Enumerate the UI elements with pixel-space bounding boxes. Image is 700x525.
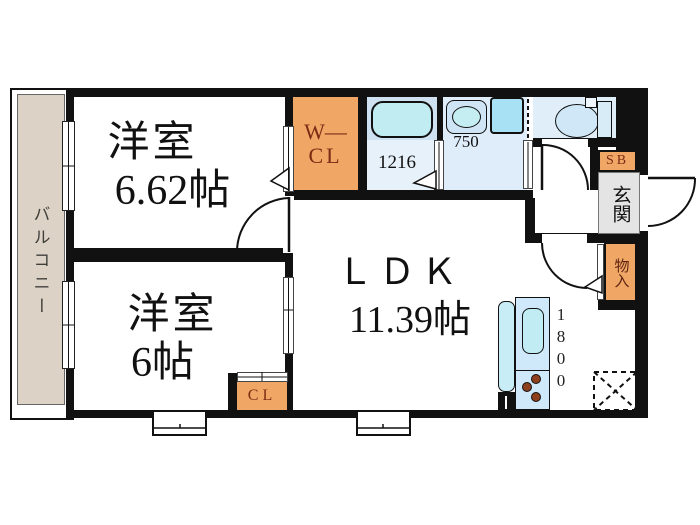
storage-door-slit [597, 244, 604, 300]
balcony-label: バルコニー [30, 205, 50, 320]
toilet-bowl-icon [555, 104, 599, 138]
storage-label: 物入 [612, 258, 629, 288]
kitchen-counter [498, 301, 515, 392]
wall-top [66, 88, 648, 97]
kitchen-sink-icon [522, 308, 544, 354]
shoe-box [598, 150, 637, 172]
wall-wcl-right [358, 97, 367, 196]
wall-vertical-main [285, 97, 293, 410]
wall-bedroom-divider [66, 248, 293, 262]
storage-box [604, 242, 637, 302]
wall-toilet-right-mass [616, 97, 635, 150]
toilet-door-arc [541, 143, 589, 191]
window-bedroom2 [62, 281, 75, 369]
hall-door-opening [542, 234, 587, 243]
wall-storage-bottom [598, 300, 648, 310]
wall-right [635, 88, 648, 418]
bedroom1-door-opening [283, 196, 294, 253]
washer-pan-icon [490, 97, 524, 134]
wall-cl-stub [228, 373, 237, 410]
bedroom2-name: 洋室 [127, 292, 218, 338]
ldk-name: ＬＤＫ [336, 252, 463, 292]
walk-in-closet-label: W— CL [293, 100, 358, 188]
wcl-label-line2: CL [308, 143, 343, 168]
washroom-door-jamb [523, 140, 533, 189]
walk-in-closet-box [293, 97, 358, 190]
kitchen-stove-section [515, 370, 550, 410]
hall-door-arc [541, 242, 588, 289]
entrance-label: 玄関 [609, 185, 631, 223]
stove-burner-icon [531, 392, 541, 402]
toilet-door-opening [542, 139, 588, 147]
wall-sb-stub [590, 145, 598, 190]
entrance-floor [598, 172, 640, 234]
entrance-door-opening [640, 175, 648, 231]
wcl-label-line1: W— [304, 119, 347, 144]
bathtub-icon [371, 101, 433, 138]
bath-size-label: 1216 [378, 151, 416, 173]
balcony-floor [17, 94, 65, 405]
wall-service-bottom [285, 190, 533, 200]
kitchen-size-label: 1800 [551, 305, 571, 393]
closet-label: CL [247, 387, 277, 404]
closet-box [237, 382, 287, 410]
stove-burner-icon [522, 382, 532, 392]
ldk-area: 11.39帖 [348, 299, 472, 341]
toilet-tank-icon [597, 101, 612, 138]
wall-hall-left [525, 198, 535, 243]
bedroom1-area: 6.62帖 [114, 168, 231, 214]
washroom-size-label: 750 [453, 131, 479, 151]
shoe-box-label: SB [605, 153, 630, 168]
washbasin-bowl-icon [452, 106, 481, 128]
stove-burner-icon [531, 374, 541, 384]
window-bay-ldk [356, 410, 411, 436]
window-bay-bedroom2 [152, 410, 207, 436]
bedroom2-area: 6帖 [130, 340, 194, 386]
appliance-space-dashed [593, 371, 638, 411]
toilet-button-icon [585, 97, 597, 108]
bedroom2-sliding-door [283, 277, 294, 354]
wall-kitchen-stub [498, 392, 515, 410]
entrance-door-arc [647, 177, 697, 227]
bedroom1-name: 洋室 [107, 120, 198, 166]
